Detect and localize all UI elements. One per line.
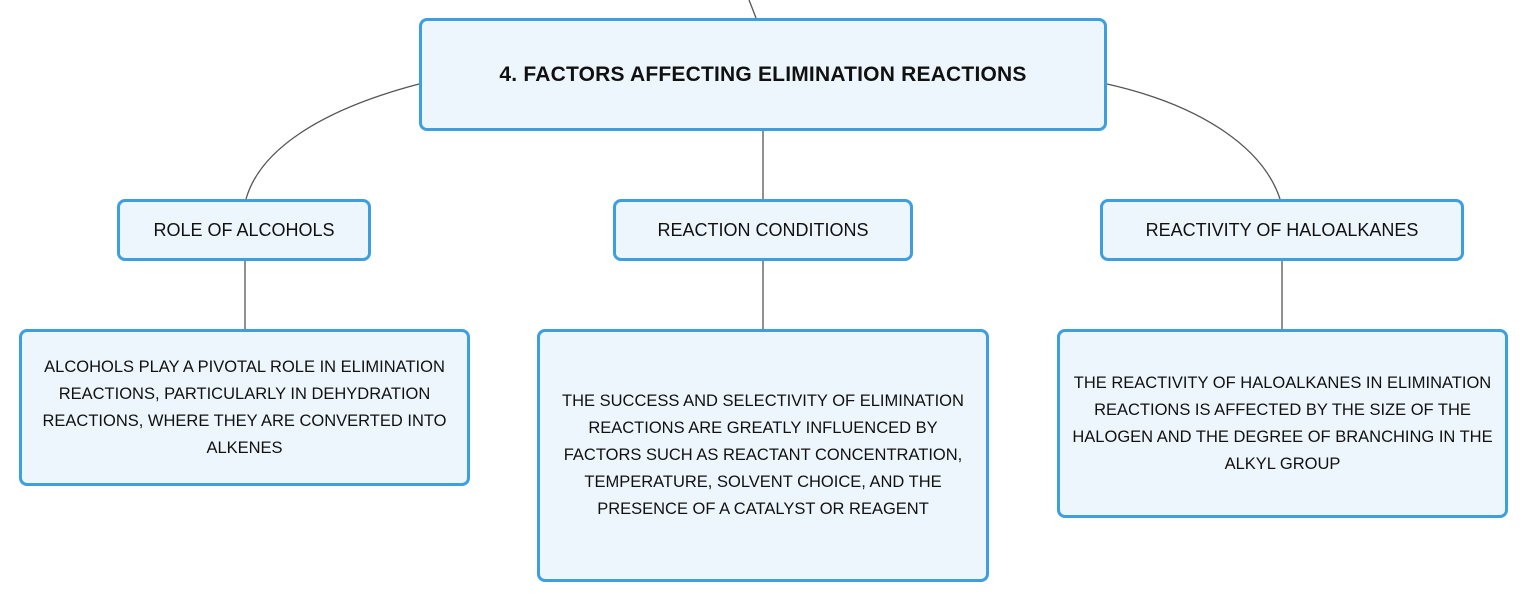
root-topic[interactable]: 4. FACTORS AFFECTING ELIMINATION REACTIO… (419, 18, 1107, 131)
root-topic-title: 4. FACTORS AFFECTING ELIMINATION REACTIO… (499, 62, 1027, 86)
topic-label: ROLE OF ALCOHOLS (153, 219, 335, 240)
topic-reaction-conditions[interactable]: REACTION CONDITIONS (613, 199, 913, 261)
connector-root-to-reactivity-of-haloalkanes (1106, 83, 1281, 200)
detail-text: THE REACTIVITY OF HALOALKANES IN ELIMINA… (1072, 373, 1493, 473)
detail-reactivity-of-haloalkanes[interactable]: THE REACTIVITY OF HALOALKANES IN ELIMINA… (1057, 329, 1508, 518)
topic-role-of-alcohols[interactable]: ROLE OF ALCOHOLS (117, 199, 371, 261)
detail-text: ALCOHOLS PLAY A PIVOTAL ROLE IN ELIMINAT… (42, 357, 447, 457)
topic-label: REACTION CONDITIONS (657, 219, 869, 240)
topic-label: REACTIVITY OF HALOALKANES (1145, 219, 1419, 240)
topic-reactivity-of-haloalkanes[interactable]: REACTIVITY OF HALOALKANES (1100, 199, 1464, 261)
connector-parent-to-root (748, 0, 757, 19)
detail-text: THE SUCCESS AND SELECTIVITY OF ELIMINATI… (562, 392, 964, 518)
connector-root-to-role-of-alcohols (245, 83, 420, 200)
detail-reaction-conditions[interactable]: THE SUCCESS AND SELECTIVITY OF ELIMINATI… (537, 329, 989, 582)
detail-role-of-alcohols[interactable]: ALCOHOLS PLAY A PIVOTAL ROLE IN ELIMINAT… (19, 329, 470, 486)
